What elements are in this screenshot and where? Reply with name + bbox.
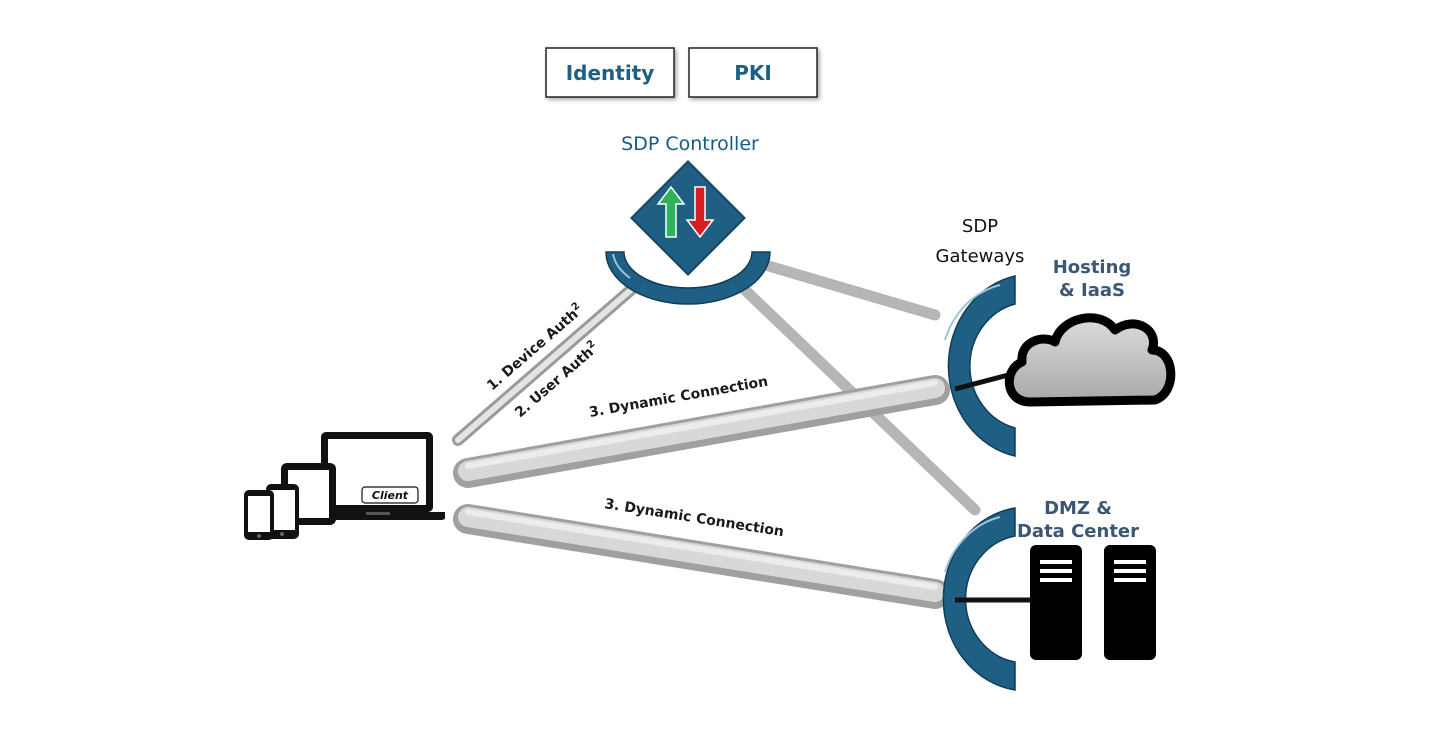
identity-label: Identity <box>566 61 655 85</box>
dmz-label-line2: Data Center <box>1017 521 1139 542</box>
hosting-label-line1: Hosting <box>1053 257 1132 278</box>
controller-gateway-link-upper <box>749 256 941 321</box>
gateways-title-line2: Gateways <box>936 246 1025 267</box>
arrow-down-icon <box>685 186 715 239</box>
gateways-title-line1: SDP <box>962 216 998 237</box>
phone-icon <box>244 490 274 540</box>
server-icon-1 <box>1030 545 1082 660</box>
identity-box <box>545 47 675 98</box>
controller-icon <box>605 160 771 305</box>
client-label-box <box>361 486 419 504</box>
pki-box <box>688 47 818 98</box>
client-label: Client <box>372 489 409 502</box>
hosting-label-line2: & IaaS <box>1059 280 1125 301</box>
gateway-cloud-connector <box>954 371 1013 392</box>
controller-bowl <box>605 251 771 305</box>
client-devices: Client <box>244 432 445 540</box>
cloud-icon <box>1004 313 1176 407</box>
arrow-up-icon <box>656 185 686 238</box>
phone-icon <box>266 484 299 539</box>
connection-lines <box>452 256 981 609</box>
server-icon-2 <box>1104 545 1156 660</box>
gateway-lower-icon <box>942 507 1016 691</box>
controller-title: SDP Controller <box>621 133 759 155</box>
pki-label: PKI <box>734 61 772 85</box>
gateway-upper-icon <box>944 275 1016 457</box>
dmz-label-line1: DMZ & <box>1044 498 1112 519</box>
